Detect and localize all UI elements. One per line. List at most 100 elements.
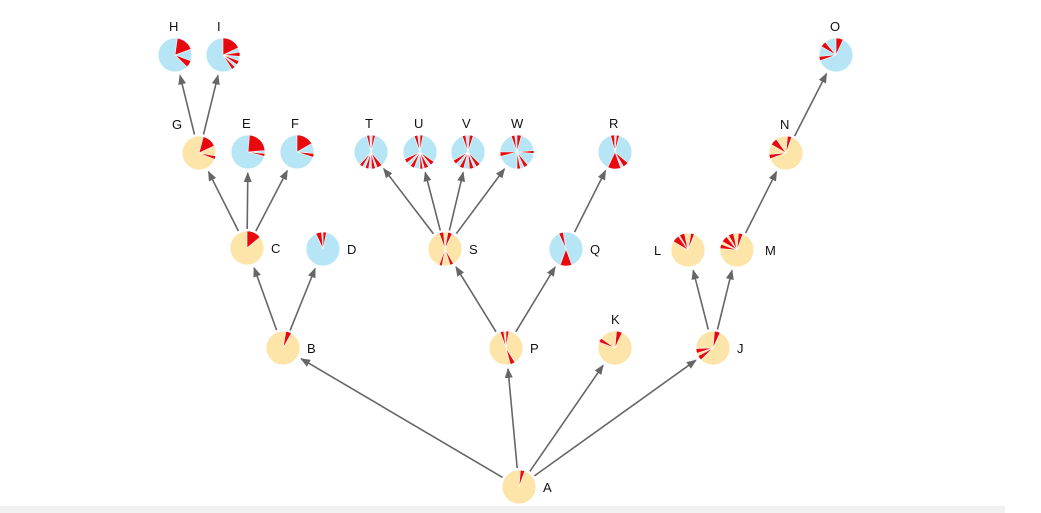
node-M-slice-1 [719,243,738,251]
node-T-slice-0 [370,134,376,153]
node-M-slice-0 [736,232,744,251]
node-V-slice-1 [467,151,481,168]
edge-G-H [178,74,196,135]
node-I: I [205,19,241,73]
node-D-slice-0 [322,231,327,250]
edge-C-F [255,169,289,232]
node-F: F [279,116,315,170]
node-W-slice-5 [510,134,518,153]
node-E-label: E [242,116,251,131]
node-P-label: P [530,341,539,356]
node-O: O [818,19,854,73]
edge-A-P [504,367,518,469]
node-F-label: F [291,116,299,131]
edge-S-U [423,171,442,231]
node-R-label: R [609,116,618,131]
node-M-slice-2 [721,236,738,251]
node-K-label: K [611,312,620,327]
node-H-slice-0 [174,37,192,56]
edge-A-J [533,359,697,477]
node-D-slice-1 [315,231,324,250]
edge-B-D [289,267,316,331]
node-V-label: V [462,116,471,131]
node-V-slice-3 [459,151,469,169]
edge-N-O [793,72,828,137]
node-R-slice-0 [614,134,620,153]
edge-S-T [383,167,435,235]
node-L-slice-0 [687,232,695,251]
node-P-slice-1 [505,347,516,365]
node-U-label: U [414,116,423,131]
node-S: S [427,231,478,267]
edge-S-W [455,168,506,235]
node-C-label: C [271,241,280,256]
node-Q-slice-0 [559,248,573,267]
node-T-slice-5 [366,134,372,153]
node-G-label: G [172,117,182,132]
node-S-label: S [469,242,478,257]
node-T-slice-4 [359,151,372,168]
node-J-slice-2 [695,347,714,354]
node-A-label: A [543,480,552,495]
node-V-slice-4 [452,151,469,165]
node-J-slice-1 [697,347,714,361]
node-E: E [230,116,266,170]
node-H-slice-1 [174,54,192,68]
node-G: G [172,117,217,171]
node-F-slice-0 [296,134,313,153]
node-A-slice-0 [518,469,526,488]
node-N-slice-2 [770,138,787,154]
node-G-slice-0 [198,136,215,154]
node-W-slice-1 [516,150,535,154]
node-J: J [695,330,744,366]
node-K-slice-0 [614,330,623,349]
node-A: A [501,469,552,505]
edge-J-L [691,269,710,330]
node-N-label: N [780,117,789,132]
node-S-slice-3 [438,231,446,250]
edge-S-V [448,171,466,231]
node-H-label: H [169,19,178,34]
node-K-slice-1 [598,337,616,349]
node-I-slice-3 [222,54,236,70]
node-T-slice-2 [370,151,376,170]
node-U-slice-1 [419,151,435,166]
node-W-slice-4 [499,151,518,157]
edge-P-S [455,266,497,333]
edge-P-Q [515,266,556,333]
edge-G-I [202,74,220,135]
node-N-slice-1 [768,152,787,160]
node-W-label: W [511,116,524,131]
node-W-slice-0 [516,134,522,153]
node-U: U [402,116,438,170]
node-U-slice-4 [409,151,421,169]
edge-B-C [253,266,278,331]
node-R-slice-2 [607,151,622,170]
node-O-slice-0 [835,37,844,56]
node-S-slice-2 [438,248,446,267]
node-I-label: I [217,19,221,34]
node-F-slice-1 [296,151,315,158]
node-U-slice-3 [419,151,424,170]
bottom-bar [0,506,1005,513]
node-P-slice-0 [505,330,510,349]
node-D-label: D [347,242,356,257]
node-C-slice-0 [246,230,261,249]
node-U-slice-0 [419,134,424,153]
node-H: H [157,19,193,73]
edge-J-M [716,269,734,330]
edge-M-N [744,170,778,234]
node-E-slice-0 [247,134,266,153]
node-K: K [597,312,633,366]
node-J-slice-0 [712,330,721,349]
edge-A-B [300,358,504,479]
node-V-slice-5 [461,134,469,153]
node-U-slice-5 [404,151,421,164]
node-R-slice-1 [614,151,629,168]
node-T-label: T [365,116,373,131]
node-N: N [768,117,804,171]
node-L-slice-1 [672,235,689,251]
node-P: P [488,330,539,366]
